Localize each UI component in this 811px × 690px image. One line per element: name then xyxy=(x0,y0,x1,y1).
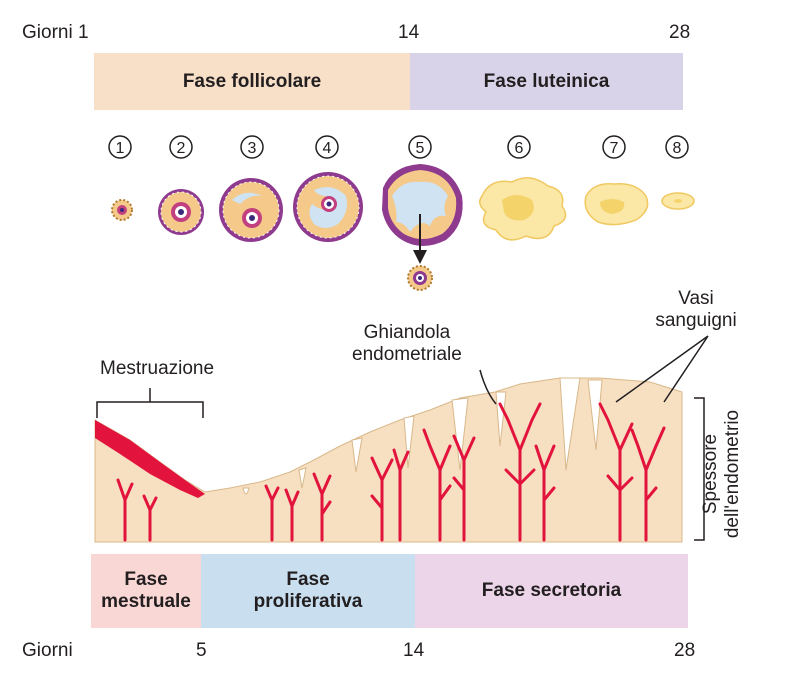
vessel-leader-lines xyxy=(615,335,709,403)
stage-circle-7 xyxy=(602,135,626,159)
bottom-day-14: 14 xyxy=(403,640,425,661)
primary-follicle-icon xyxy=(158,189,204,235)
stage-circle-4 xyxy=(315,135,339,159)
thickness-label-line-1: Spessore xyxy=(700,433,721,515)
vessels-label-line-2: sanguigni xyxy=(655,310,737,331)
secretory-phase-bar: Fase secretoria xyxy=(415,554,688,628)
stage-circle-5 xyxy=(408,135,432,159)
corpus-albicans-icon xyxy=(661,192,695,210)
thickness-label: Spessore dell'endometrio xyxy=(700,374,744,574)
gland-label: Ghiandola endometriale xyxy=(352,322,462,366)
menstrual-phase-bar: Fase mestruale xyxy=(91,554,201,628)
top-day-28: 28 xyxy=(669,22,691,43)
stage-number-4: 4 xyxy=(323,140,332,157)
menstrual-phase-line-2: mestruale xyxy=(101,591,191,612)
menstrual-shedding-layer xyxy=(95,420,205,498)
stage-circle-3 xyxy=(240,135,264,159)
menstrual-phase-line-1: Fase xyxy=(124,569,168,590)
stage-number-8: 8 xyxy=(673,140,682,157)
stage-number-1: 1 xyxy=(116,140,125,157)
bottom-days-label: Giorni xyxy=(22,640,73,661)
menstruation-label: Mestruazione xyxy=(100,358,215,379)
stage-circle-8 xyxy=(665,135,689,159)
top-day-14: 14 xyxy=(398,22,420,43)
released-oocyte-icon xyxy=(407,265,433,291)
blood-vessels xyxy=(116,402,666,542)
stage-number-5: 5 xyxy=(416,140,425,157)
proliferative-phase-line-1: Fase xyxy=(286,569,330,590)
secondary-follicle-icon xyxy=(219,178,283,242)
vessels-label: Vasi sanguigni xyxy=(640,288,752,332)
thickness-bracket xyxy=(694,397,705,541)
proliferative-phase-line-2: proliferativa xyxy=(253,591,363,612)
proliferative-phase-bar: Fase proliferativa xyxy=(201,554,415,628)
gland-label-line-2: endometriale xyxy=(352,344,462,365)
secretory-phase-label: Fase secretoria xyxy=(481,580,622,601)
regressing-corpus-luteum-icon xyxy=(584,183,649,226)
stage-markers xyxy=(108,135,689,159)
stage-circle-2 xyxy=(169,135,193,159)
gland-leader-line xyxy=(479,369,497,405)
stage-numbers: 1 2 3 4 5 6 7 8 xyxy=(116,140,682,157)
menstruation-bracket xyxy=(96,388,204,418)
stage-number-3: 3 xyxy=(248,140,257,157)
luteal-phase-bar: Fase luteinica xyxy=(410,53,683,110)
stage-circle-1 xyxy=(108,135,132,159)
stage-number-2: 2 xyxy=(177,140,186,157)
stage-number-7: 7 xyxy=(610,140,619,157)
follicular-phase-label: Fase follicolare xyxy=(182,70,322,92)
gland-label-line-1: Ghiandola xyxy=(363,322,451,343)
endometrium xyxy=(94,377,683,543)
bottom-day-28: 28 xyxy=(674,640,696,661)
corpus-luteum-icon xyxy=(479,177,567,241)
stage-number-6: 6 xyxy=(515,140,524,157)
top-days-label: Giorni 1 xyxy=(22,22,89,43)
bottom-day-5: 5 xyxy=(196,640,207,661)
stage-circle-6 xyxy=(507,135,531,159)
antral-follicle-icon xyxy=(293,172,363,242)
ovulating-follicle-icon xyxy=(382,164,463,246)
luteal-phase-label: Fase luteinica xyxy=(483,70,610,92)
vessels-label-line-1: Vasi xyxy=(678,288,714,309)
ovulation-arrow-icon xyxy=(413,214,427,264)
follicular-phase-bar: Fase follicolare xyxy=(94,53,410,110)
primordial-follicle-icon xyxy=(111,199,133,221)
thickness-label-line-2: dell'endometrio xyxy=(722,409,743,539)
